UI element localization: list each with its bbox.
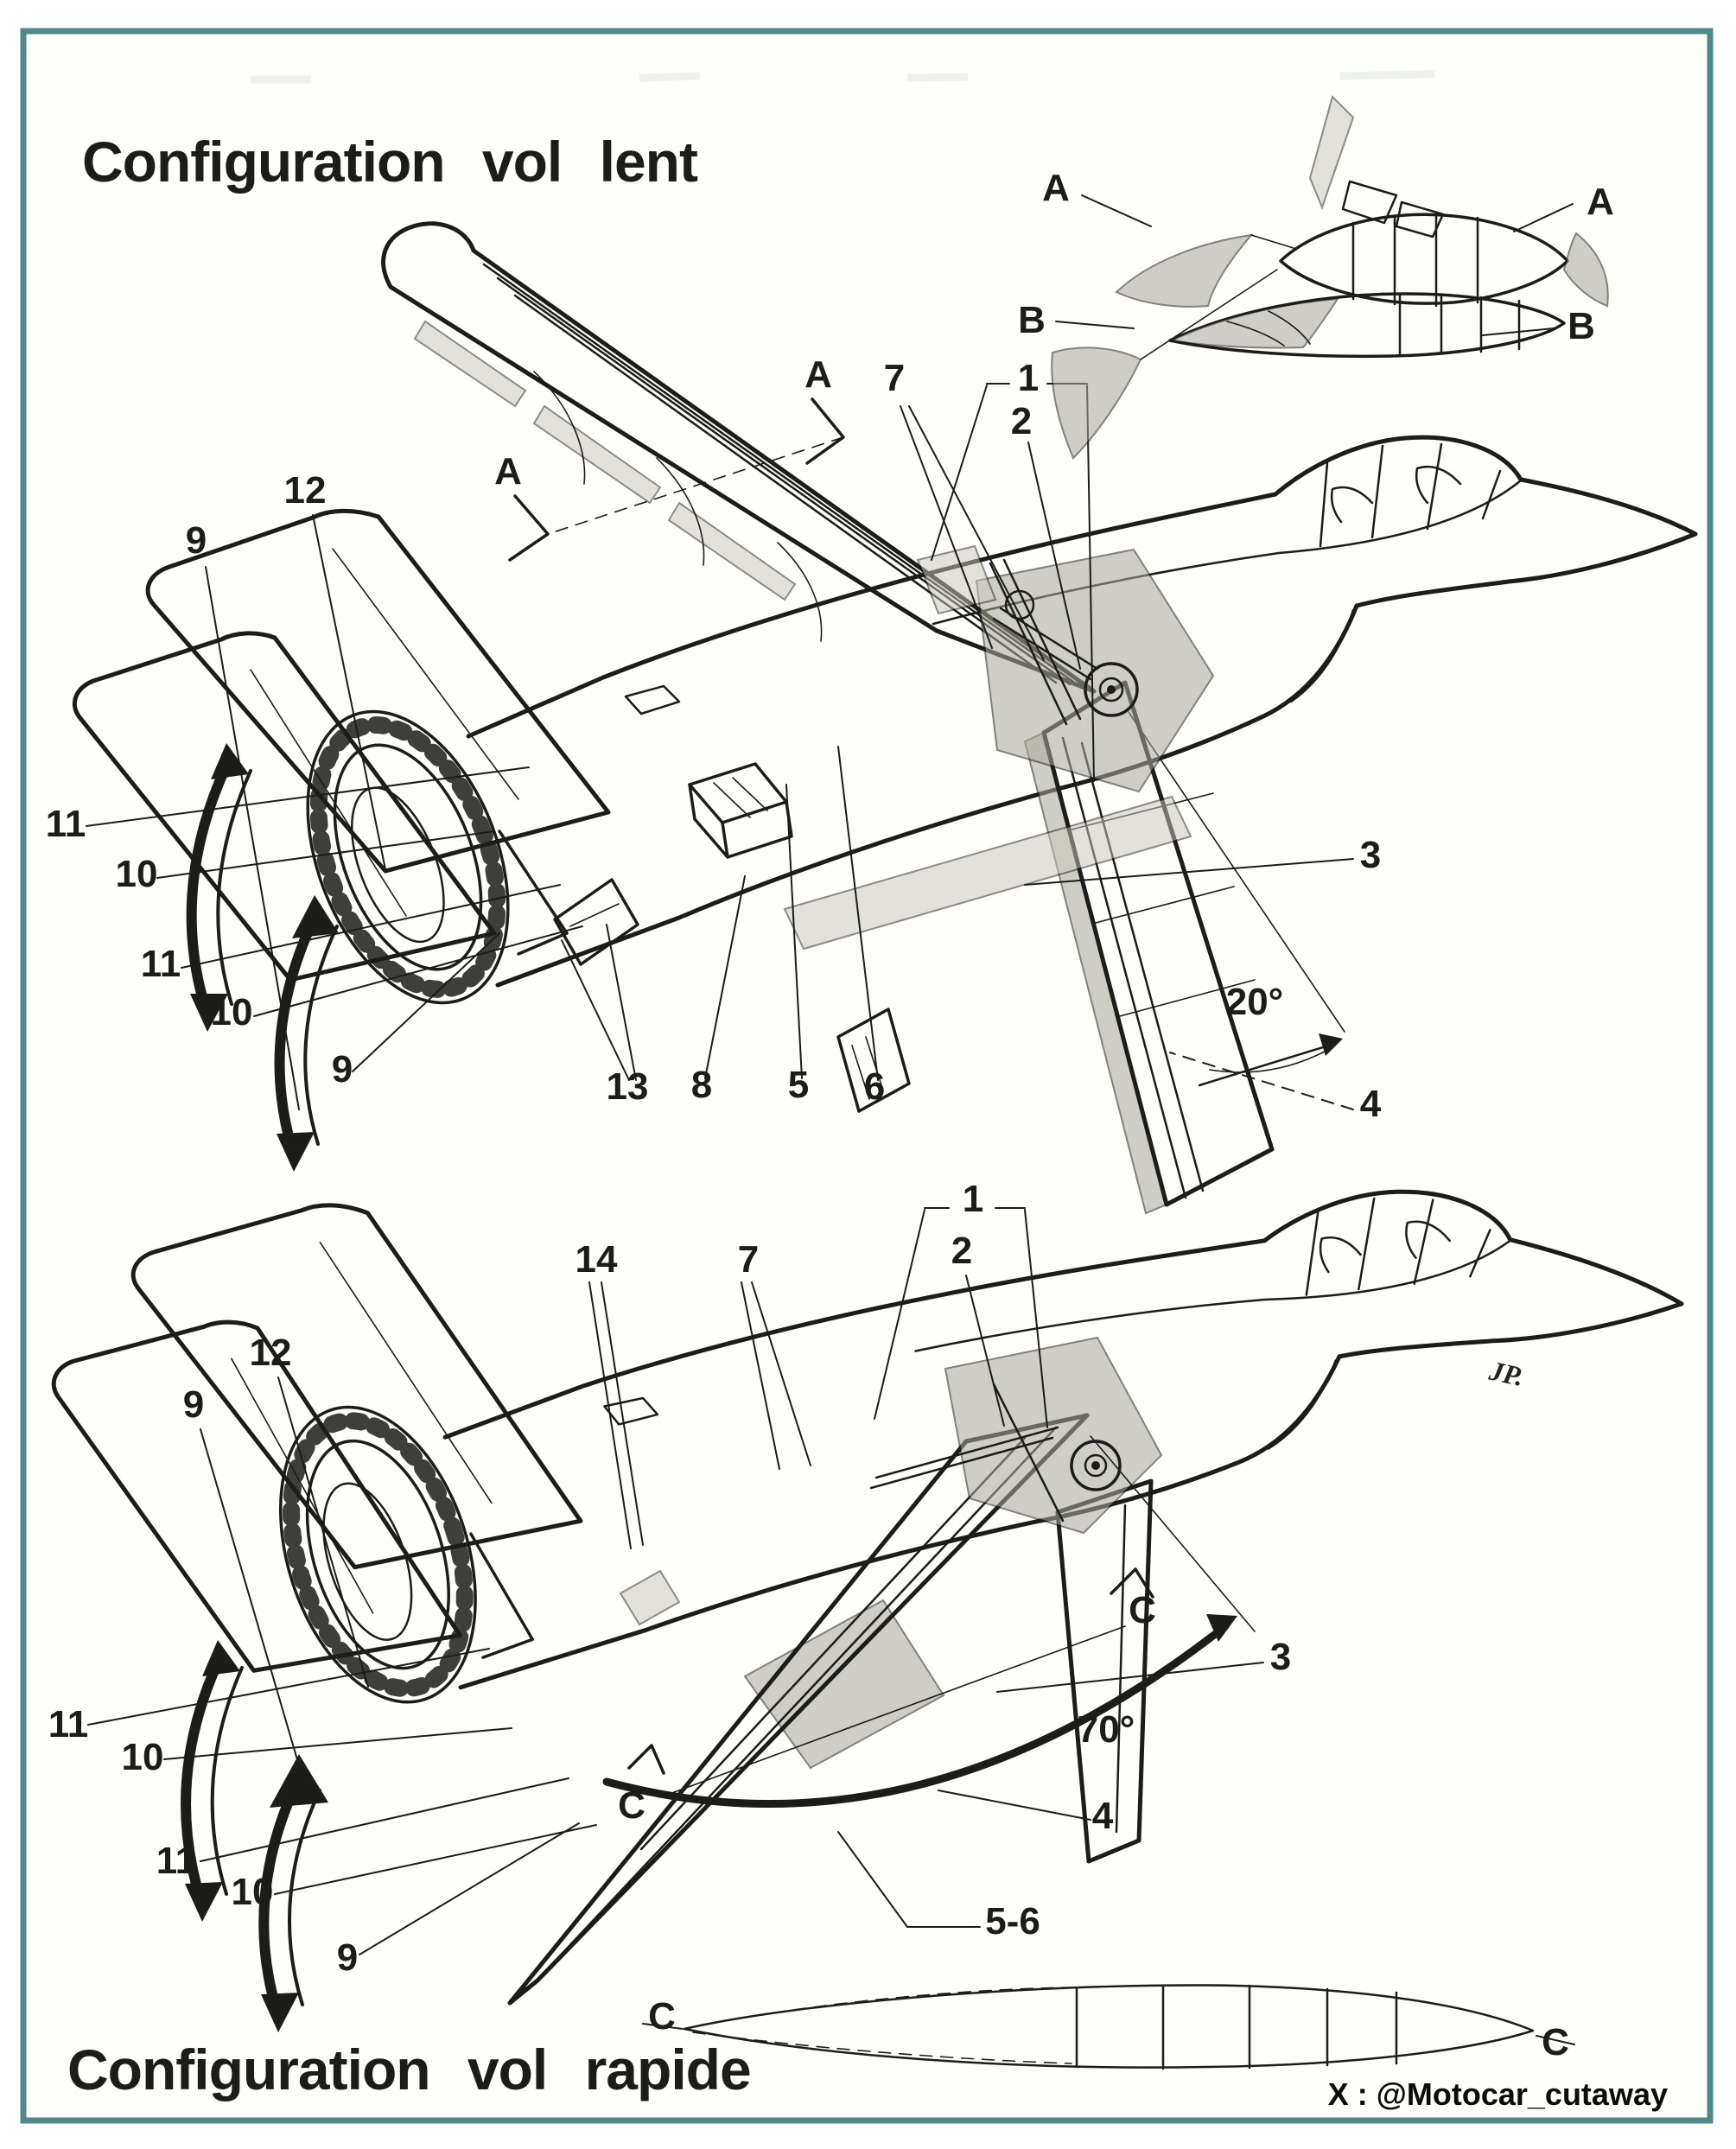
- callout-label-B: B: [1567, 305, 1595, 347]
- callout-label-8: 8: [691, 1064, 712, 1106]
- nozzle-motion-arrows-upper: [186, 743, 339, 1172]
- callout-label-11: 11: [156, 1840, 197, 1882]
- callout-label-A: A: [1587, 181, 1614, 223]
- callout-label-10: 10: [211, 991, 253, 1033]
- upper-aircraft-slow-config: [74, 194, 1695, 1215]
- callout-label-14: 14: [575, 1238, 618, 1281]
- callout-label-9: 9: [337, 1936, 358, 1979]
- upper-pivot-mechanism: [783, 544, 1215, 951]
- callout-label-2: 2: [951, 1230, 972, 1272]
- callout-label-12: 12: [284, 469, 327, 512]
- callout-label-10: 10: [232, 1871, 274, 1913]
- callout-label-4: 4: [1360, 1083, 1382, 1125]
- callout-label-9: 9: [332, 1048, 353, 1090]
- callout-label-C: C: [648, 1995, 676, 2038]
- callout-label-11: 11: [48, 1703, 89, 1745]
- callout-label-11: 11: [141, 943, 181, 985]
- artist-signature: JP.: [1486, 1354, 1527, 1392]
- upper-underside-devices: [553, 762, 911, 1113]
- lower-leader-lines: [87, 1275, 1575, 2045]
- callout-label-C: C: [1542, 2021, 1569, 2063]
- nozzle-motion-arrows-lower: [181, 1640, 328, 2032]
- callout-label-9: 9: [186, 519, 207, 562]
- upper-title: Configuration vol lent: [82, 130, 698, 194]
- section-b-b: [1167, 292, 1566, 359]
- section-c-cut-line: [627, 1567, 1154, 1798]
- callout-label-4: 4: [1092, 1795, 1114, 1837]
- callout-label-A: A: [494, 450, 522, 493]
- lower-pivot-mechanism: [869, 1336, 1163, 1535]
- callout-label-11: 11: [46, 803, 86, 845]
- callout-label-13: 13: [607, 1065, 649, 1108]
- upper-port-wing: [381, 221, 1097, 694]
- lower-bracket-1: [874, 1207, 1048, 1428]
- lower-aircraft-fast-config: [35, 1117, 1687, 2045]
- ghost-text-remnant: [251, 70, 1435, 84]
- callout-label-7: 7: [884, 357, 905, 399]
- sweep-angle-20-indicator: [1128, 711, 1345, 1087]
- callout-label-C: C: [1129, 1589, 1156, 1631]
- callout-label-5: 5: [788, 1064, 809, 1106]
- upper-leader-lines: [86, 194, 1574, 1110]
- callout-label-A: A: [1042, 167, 1070, 209]
- callout-label-9: 9: [183, 1383, 204, 1426]
- sweep-angle-70-indicator: [602, 1435, 1256, 1808]
- callout-label-20°: 20°: [1226, 981, 1284, 1023]
- callout-label-10: 10: [122, 1736, 164, 1778]
- watermark-credit: X : @Motocar_cutaway: [1328, 2076, 1668, 2112]
- callout-label-6: 6: [864, 1065, 885, 1108]
- section-a-a: [1051, 95, 1609, 460]
- callout-label-1: 1: [963, 1178, 983, 1220]
- callout-label-5-6: 5-6: [985, 1900, 1040, 1942]
- upper-callout-labels: A A B B A A 7 12 12 9 11 10 11 10 9 13 8 5 6 3 20° 4: [46, 167, 1614, 1125]
- upper-leader-4: [1169, 1052, 1354, 1110]
- callout-label-A: A: [804, 353, 832, 396]
- callout-label-C: C: [618, 1784, 645, 1827]
- callout-label-2: 2: [1011, 400, 1032, 442]
- lower-title: Configuration vol rapide: [67, 2038, 751, 2101]
- callout-label-B: B: [1018, 299, 1046, 341]
- callout-label-12: 12: [250, 1332, 292, 1374]
- callout-label-7: 7: [738, 1238, 759, 1281]
- callout-label-70°: 70°: [1078, 1708, 1135, 1751]
- callout-label-10: 10: [116, 853, 158, 895]
- section-c-c: [683, 1984, 1535, 2070]
- callout-label-3: 3: [1270, 1636, 1291, 1678]
- callout-label-1: 1: [1018, 357, 1039, 399]
- callout-label-3: 3: [1360, 834, 1381, 876]
